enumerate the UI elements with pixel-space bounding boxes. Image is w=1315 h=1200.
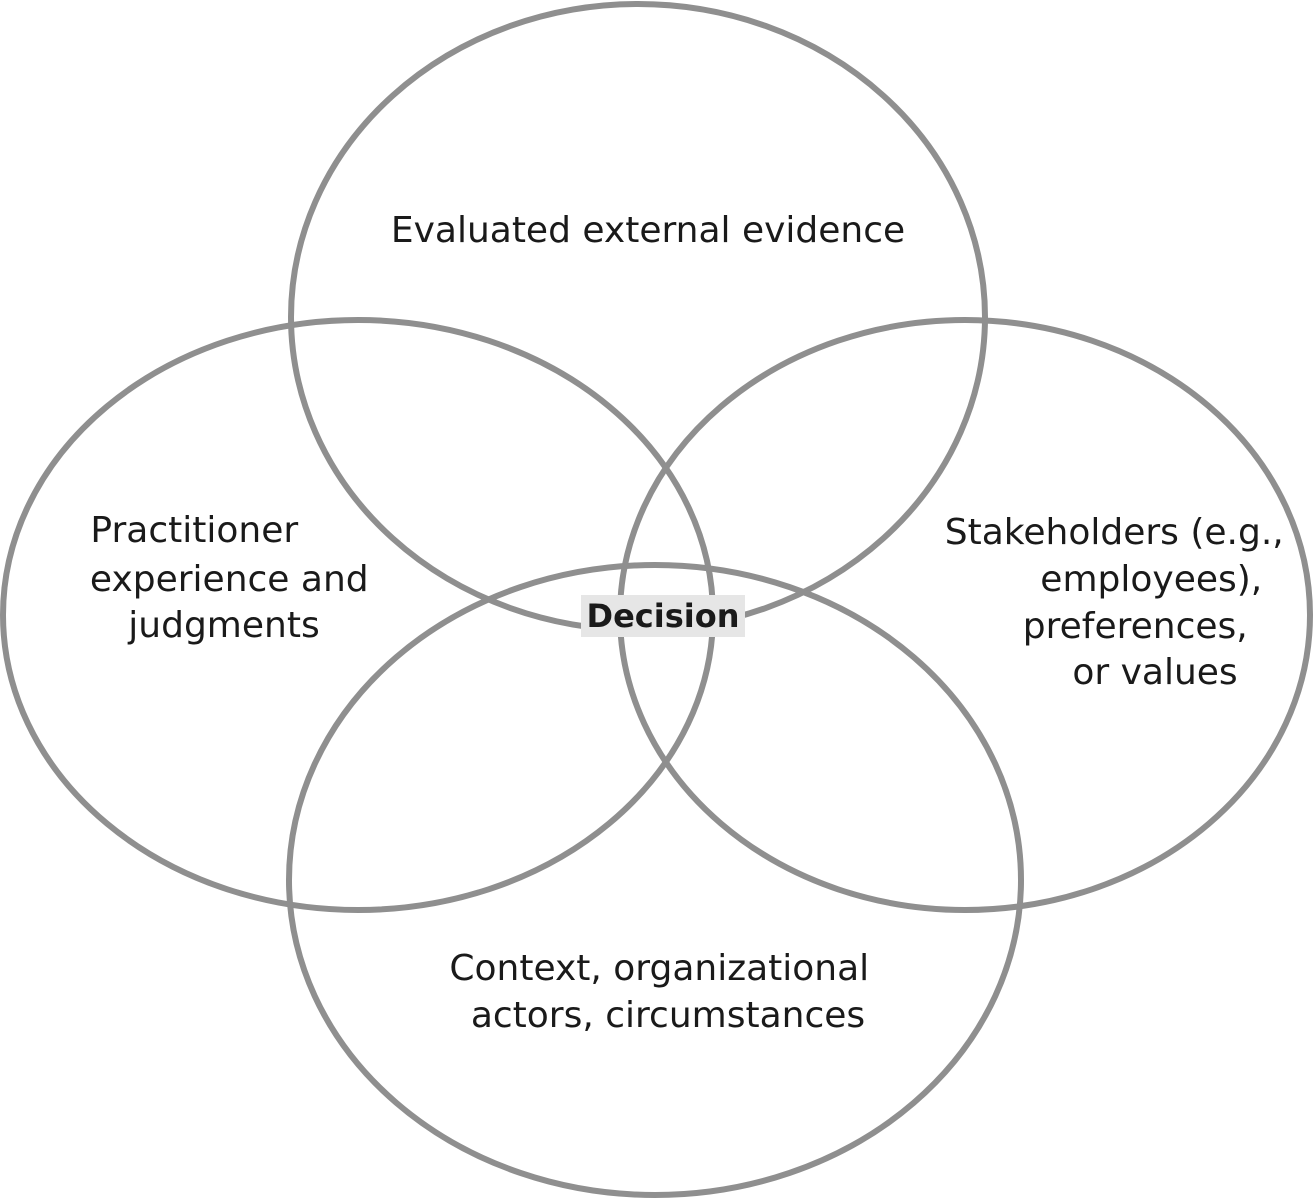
stakeholders-label: Stakeholders (e.g., employees), preferen… <box>945 512 1295 693</box>
practitioner-label: Practitioner experience and judgments <box>90 510 380 646</box>
circle-context-ring <box>286 562 1024 1198</box>
context-label: Context, organizational actors, circumst… <box>449 948 880 1036</box>
decision-label: Decision <box>587 597 740 635</box>
decision-highlight <box>581 595 745 637</box>
circle-evaluated-evidence-ring <box>288 1 988 633</box>
evaluated-evidence-label: Evaluated external evidence <box>391 210 905 251</box>
